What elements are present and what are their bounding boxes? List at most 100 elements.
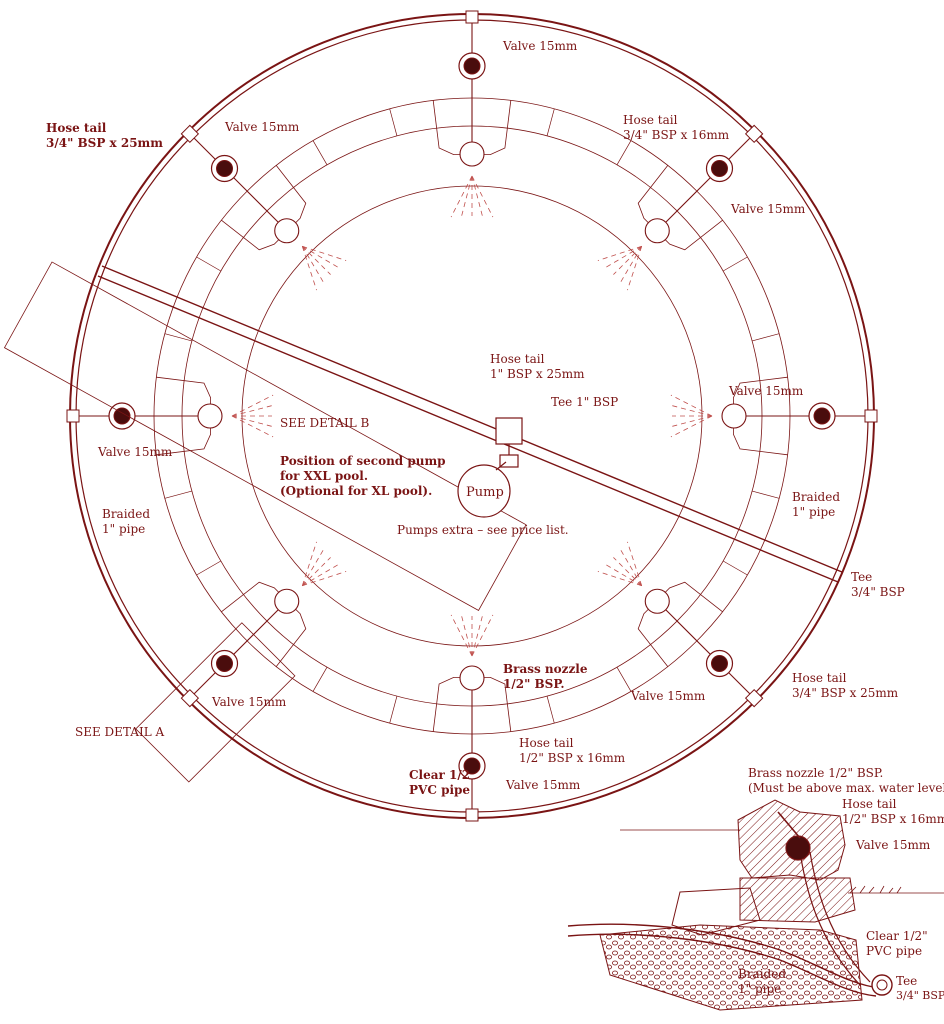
ground-layer [739,877,856,923]
label-valve-tl: Valve 15mm [224,120,300,134]
valve-body [463,757,481,775]
pool-plan [66,10,878,822]
braided-cross-pipe [97,265,843,583]
spray-line [670,415,713,438]
pump-connector [499,454,519,468]
wall-segment-line [616,140,632,166]
label-second-pump-2: for XXL pool. [280,469,368,483]
tee-fitting [495,417,523,445]
label-hose-tail-tr-2: 3/4" BSP x 16mm [623,128,730,142]
ring-fitting [864,409,878,423]
spray-line [302,557,331,586]
label-valve-bottom: Valve 15mm [505,778,581,792]
wall-segment-line [164,490,192,499]
spray-line [597,245,642,261]
spray-line [231,405,273,417]
label-hose-tail-tl-1: Hose tail [46,121,107,135]
ring-fitting [744,688,764,708]
spray-line [450,175,473,218]
wall-segment-line [389,108,398,136]
spray-line [627,541,643,586]
spray-line [671,405,713,417]
spray-line [620,246,643,283]
nozzle-housing [274,588,300,614]
label-valve-right: Valve 15mm [728,384,804,398]
valve-body [113,407,131,425]
label-valve-br: Valve 15mm [630,689,706,703]
wall-segment-line [196,256,222,272]
wall-segment-line [312,666,328,692]
spray-line [301,549,324,586]
label-second-pump-1: Position of second pump [280,454,446,468]
wall-segment-line [312,140,328,166]
spray-line [302,564,339,587]
label-hose-tail-bottom-1: Hose tail [519,736,574,750]
spray-line [302,571,347,587]
label-tee-right-1: Tee [851,570,872,584]
detail-label-hose-tail-2: 1/2" BSP x 16mm [842,812,944,826]
spray-line [231,394,274,417]
spray-jets [231,175,713,657]
valve-body [710,160,728,178]
detail-valve [785,835,811,861]
labels: Hose tail 3/4" BSP x 25mm Valve 15mm Val… [46,39,944,1002]
detail-label-clear-pvc-2: PVC pipe [866,944,922,958]
valves [108,52,836,780]
detail-b-box [3,261,527,612]
valve-body [710,654,728,672]
pump-assembly [457,417,523,518]
valve-body [216,654,234,672]
spray-line [597,571,642,587]
ring-fitting [465,808,479,822]
pump-body [457,464,511,518]
spray-line [231,415,274,438]
spray-line [671,415,713,427]
label-valve-top: Valve 15mm [502,39,578,53]
label-brass-nozzle-2: 1/2" BSP. [503,677,565,691]
spray-line [302,245,347,261]
spray-line [231,415,273,427]
detail-a-box [135,622,296,783]
spray-line [301,541,317,586]
spray-line [613,246,642,275]
branch-pipes [76,20,868,812]
spray-line [461,175,473,217]
label-second-pump-3: (Optional for XL pool). [280,484,432,498]
label-see-detail-b: SEE DETAIL B [280,416,369,430]
detail-cross-section [567,799,944,1011]
label-valve-tr: Valve 15mm [730,202,806,216]
label-valve-left: Valve 15mm [97,445,173,459]
spray-line [627,246,643,291]
detail-label-braided-2: 1" pipe [738,982,781,996]
braided-pipe-section [567,923,881,989]
spray-line [613,557,642,586]
detail-label-nozzle-1: Brass nozzle 1/2" BSP. [748,766,883,780]
label-hose-tail-bottom-2: 1/2" BSP x 16mm [519,751,626,765]
wall-segment-line [196,560,222,576]
wall-segment-line [722,256,748,272]
nozzle-housing [459,665,485,691]
spray-line [302,246,331,275]
ring-fitting [180,124,200,144]
ring-fitting [66,409,80,423]
nozzle-housing [644,218,670,244]
wall-segment-line [616,666,632,692]
spray-line [301,246,317,291]
spray-line [301,246,324,283]
nozzle-housing [721,403,747,429]
clear-pvc-section [799,851,861,986]
spray-line [471,614,494,657]
wall-segment-line [164,333,192,342]
label-hose-tail-center-2: 1" BSP x 25mm [490,367,585,381]
label-hose-tail-tl-2: 3/4" BSP x 25mm [46,136,163,150]
nozzle-housing [197,403,223,429]
wall-segment-line [752,490,780,499]
detail-label-nozzle-2: (Must be above max. water level). [748,781,944,795]
label-pump: Pump [466,485,504,500]
wall-segment-line [389,696,398,724]
wall-segment-line [546,108,555,136]
valve-body [216,160,234,178]
label-clear-pvc-1: Clear 1/2 [409,768,470,782]
spray-line [471,175,483,217]
